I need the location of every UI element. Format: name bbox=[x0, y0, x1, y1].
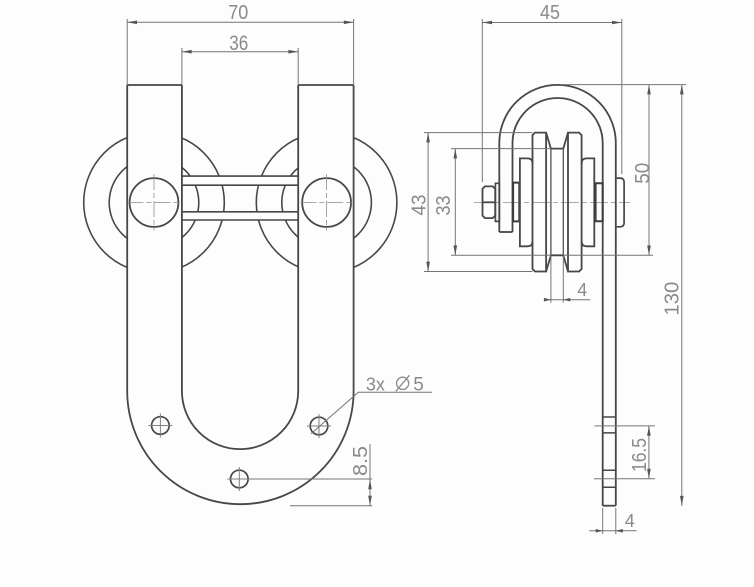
svg-text:3x: 3x bbox=[366, 375, 385, 395]
svg-text:70: 70 bbox=[228, 2, 248, 24]
svg-text:4: 4 bbox=[625, 511, 635, 531]
svg-text:16.5: 16.5 bbox=[629, 438, 651, 472]
svg-text:50: 50 bbox=[632, 163, 654, 184]
svg-text:36: 36 bbox=[229, 32, 248, 55]
svg-text:4: 4 bbox=[577, 280, 587, 300]
svg-text:5: 5 bbox=[413, 375, 424, 396]
svg-text:33: 33 bbox=[433, 196, 455, 216]
svg-text:8.5: 8.5 bbox=[350, 446, 372, 476]
svg-text:130: 130 bbox=[661, 282, 683, 316]
svg-text:45: 45 bbox=[540, 2, 560, 24]
svg-text:43: 43 bbox=[409, 195, 431, 216]
